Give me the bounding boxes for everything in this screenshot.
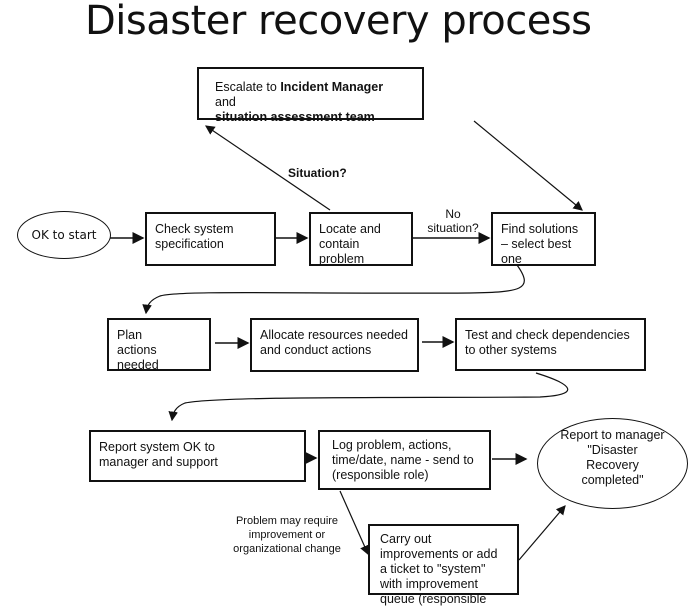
log-problem-box: Log problem, actions, time/date, name - … [318, 430, 491, 490]
ok-to-start-node: OK to start [17, 211, 111, 259]
escalate-text: Escalate to [215, 80, 281, 94]
incident-manager-text: Incident Manager [280, 80, 384, 94]
no-situation-label: No situation? [427, 207, 479, 235]
carry-out-box: Carry out improvements or add a ticket t… [368, 524, 519, 606]
escalate-and-text: and [215, 95, 236, 109]
locate-box: Locate and contain problem [309, 212, 413, 266]
find-solutions-box: Find solutions – select best one [491, 212, 596, 266]
arrow-find-to-plan [142, 264, 525, 315]
report-ok-box: Report system OK to manager and support [89, 430, 306, 482]
plan-actions-box: Plan actions needed [107, 318, 211, 372]
page-title: Disaster recovery process [85, 0, 592, 44]
arrow-escalate-to-find [473, 120, 583, 211]
assessment-team-text: situation assessment team [215, 110, 375, 124]
test-box: Test and check dependencies to other sys… [455, 318, 646, 371]
arrow-carry-to-manager [518, 505, 566, 561]
situation-label: Situation? [288, 166, 347, 180]
problem-may-require-label: Problem may require improvement or organ… [233, 515, 341, 555]
arrow-locate-to-escalate [205, 125, 331, 211]
report-manager-node: Report to manager "Disaster Recovery com… [537, 418, 688, 509]
check-system-box: Check system specification [145, 212, 276, 266]
arrow-test-to-report [168, 372, 569, 422]
allocate-box: Allocate resources needed and conduct ac… [250, 318, 419, 372]
arrow-log-to-carry [339, 490, 369, 556]
